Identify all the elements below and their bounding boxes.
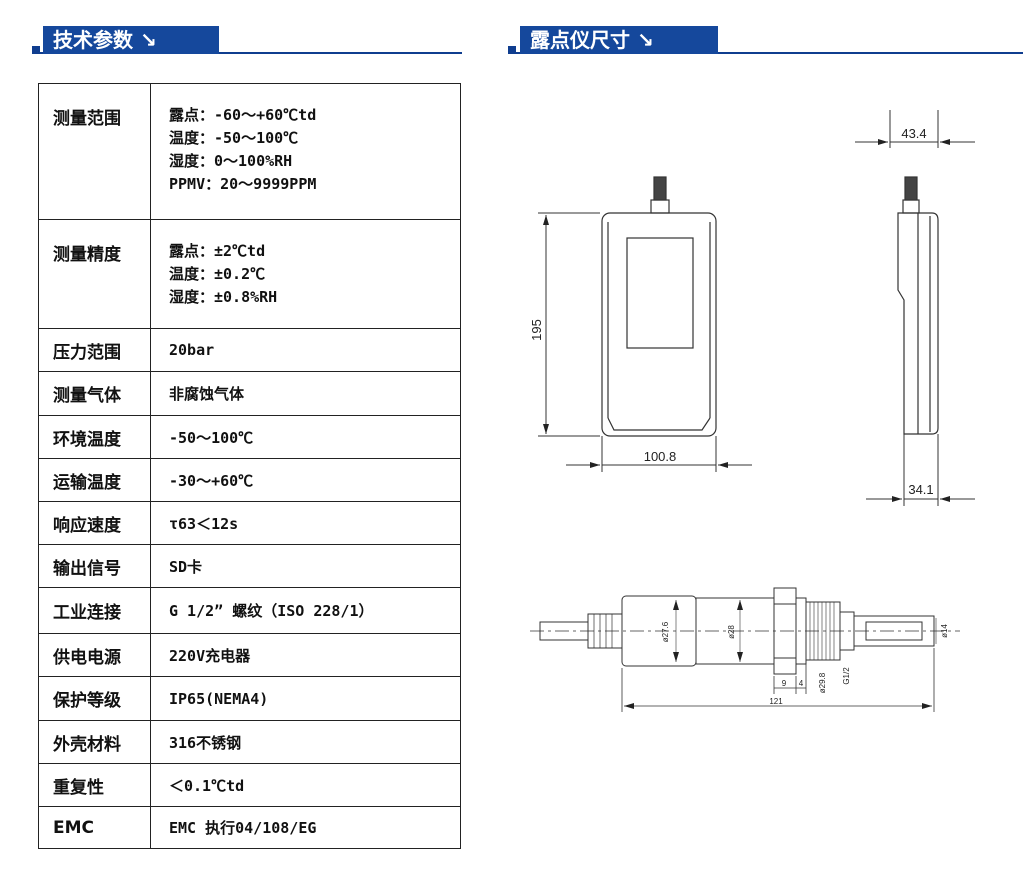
top-depth-dimension xyxy=(855,110,975,148)
dims-header: 露点仪尺寸 ↘ xyxy=(508,24,1023,54)
header-rule xyxy=(32,52,462,54)
probe-d2-label: ø28 xyxy=(727,625,736,639)
probe-thread-label: G1/2 xyxy=(842,667,851,685)
device-front-view xyxy=(601,176,717,437)
table-row: 测量范围 露点：-60～+60℃td 温度：-50～100℃ 湿度：0～100%… xyxy=(38,83,461,220)
spec-value-line: 温度：±0.2℃ xyxy=(169,265,266,283)
bottom-depth-label: 34.1 xyxy=(908,482,933,497)
bottom-depth-dimension xyxy=(866,434,975,506)
device-side-view xyxy=(897,176,939,435)
table-row: EMC EMC 执行04/108/EG xyxy=(38,806,461,849)
spec-label: 响应速度 xyxy=(38,501,151,545)
height-label: 195 xyxy=(529,319,544,341)
table-row: 测量气体 非腐蚀气体 xyxy=(38,371,461,416)
spec-value: 220V充电器 xyxy=(150,633,461,677)
table-row: 工业连接 G 1/2” 螺纹（ISO 228/1） xyxy=(38,587,461,634)
spec-label: 工业连接 xyxy=(38,587,151,634)
device-body-outline xyxy=(601,212,717,437)
table-row: 输出信号 SD卡 xyxy=(38,544,461,588)
spec-value: 20bar xyxy=(150,328,461,372)
probe-d4-label: ø14 xyxy=(940,624,949,638)
spec-value-line: 湿度：±0.8%RH xyxy=(169,288,278,306)
top-depth-label: 43.4 xyxy=(901,126,926,141)
spec-value: -30～+60℃ xyxy=(150,458,461,502)
spec-value: 316不锈钢 xyxy=(150,720,461,764)
table-row: 供电电源 220V充电器 xyxy=(38,633,461,677)
spec-value: 非腐蚀气体 xyxy=(150,371,461,416)
spec-value-line: PPMV：20～9999PPM xyxy=(169,175,317,193)
thread-lines xyxy=(809,602,835,660)
probe-total-label: 121 xyxy=(769,697,783,706)
side-antenna-base xyxy=(902,199,920,214)
spec-label: 供电电源 xyxy=(38,633,151,677)
spec-value-line: 湿度：0～100%RH xyxy=(169,152,293,170)
specs-header: 技术参数 ↘ xyxy=(32,24,462,54)
spec-table: 测量范围 露点：-60～+60℃td 温度：-50～100℃ 湿度：0～100%… xyxy=(38,83,461,849)
spec-value-line: 露点：-60～+60℃td xyxy=(169,106,317,124)
spec-label: 重复性 xyxy=(38,763,151,807)
probe-d1-label: ø27.6 xyxy=(661,621,670,642)
table-row: 压力范围 20bar xyxy=(38,328,461,372)
spec-value: 露点：±2℃td 温度：±0.2℃ 湿度：±0.8%RH xyxy=(150,219,461,329)
probe-d3-label: ø29.8 xyxy=(818,672,827,693)
probe-len2-label: 4 xyxy=(799,679,804,688)
height-dimension xyxy=(538,212,600,437)
spec-value-line: 温度：-50～100℃ xyxy=(169,129,299,147)
width-dimension xyxy=(566,436,752,472)
device-screen xyxy=(626,237,694,349)
spec-value: ＜0.1℃td xyxy=(150,763,461,807)
spec-label: 运输温度 xyxy=(38,458,151,502)
table-row: 测量精度 露点：±2℃td 温度：±0.2℃ 湿度：±0.8%RH xyxy=(38,219,461,329)
antenna-base xyxy=(650,199,670,214)
spec-label: 测量气体 xyxy=(38,371,151,416)
table-row: 外壳材料 316不锈钢 xyxy=(38,720,461,764)
sensor-filter-window xyxy=(865,621,923,641)
device-bezel-bottom xyxy=(607,417,711,431)
spec-value-line: 露点：±2℃td xyxy=(169,242,266,260)
spec-value: 露点：-60～+60℃td 温度：-50～100℃ 湿度：0～100%RH PP… xyxy=(150,83,461,220)
gland-knurl xyxy=(593,614,613,648)
spec-value: G 1/2” 螺纹（ISO 228/1） xyxy=(150,587,461,634)
spec-label: 测量精度 xyxy=(38,219,151,329)
table-row: 运输温度 -30～+60℃ xyxy=(38,458,461,502)
table-row: 重复性 ＜0.1℃td xyxy=(38,763,461,807)
header-rule xyxy=(508,52,1023,54)
antenna-connector xyxy=(653,176,667,201)
spec-label: EMC xyxy=(38,806,151,849)
sensor-filter xyxy=(853,615,935,647)
spec-value: -50～100℃ xyxy=(150,415,461,459)
side-body-outline xyxy=(897,212,939,435)
spec-label: 输出信号 xyxy=(38,544,151,588)
header-tick xyxy=(32,46,40,54)
width-label: 100.8 xyxy=(644,449,677,464)
probe-len1-label: 9 xyxy=(782,679,787,688)
spec-value: EMC 执行04/108/EG xyxy=(150,806,461,849)
side-antenna-connector xyxy=(904,176,918,201)
dims-title: 露点仪尺寸 ↘ xyxy=(520,26,718,54)
table-row: 环境温度 -50～100℃ xyxy=(38,415,461,459)
probe-drawing xyxy=(530,587,960,712)
spec-label: 压力范围 xyxy=(38,328,151,372)
header-tick xyxy=(508,46,516,54)
specs-title: 技术参数 ↘ xyxy=(43,26,219,54)
